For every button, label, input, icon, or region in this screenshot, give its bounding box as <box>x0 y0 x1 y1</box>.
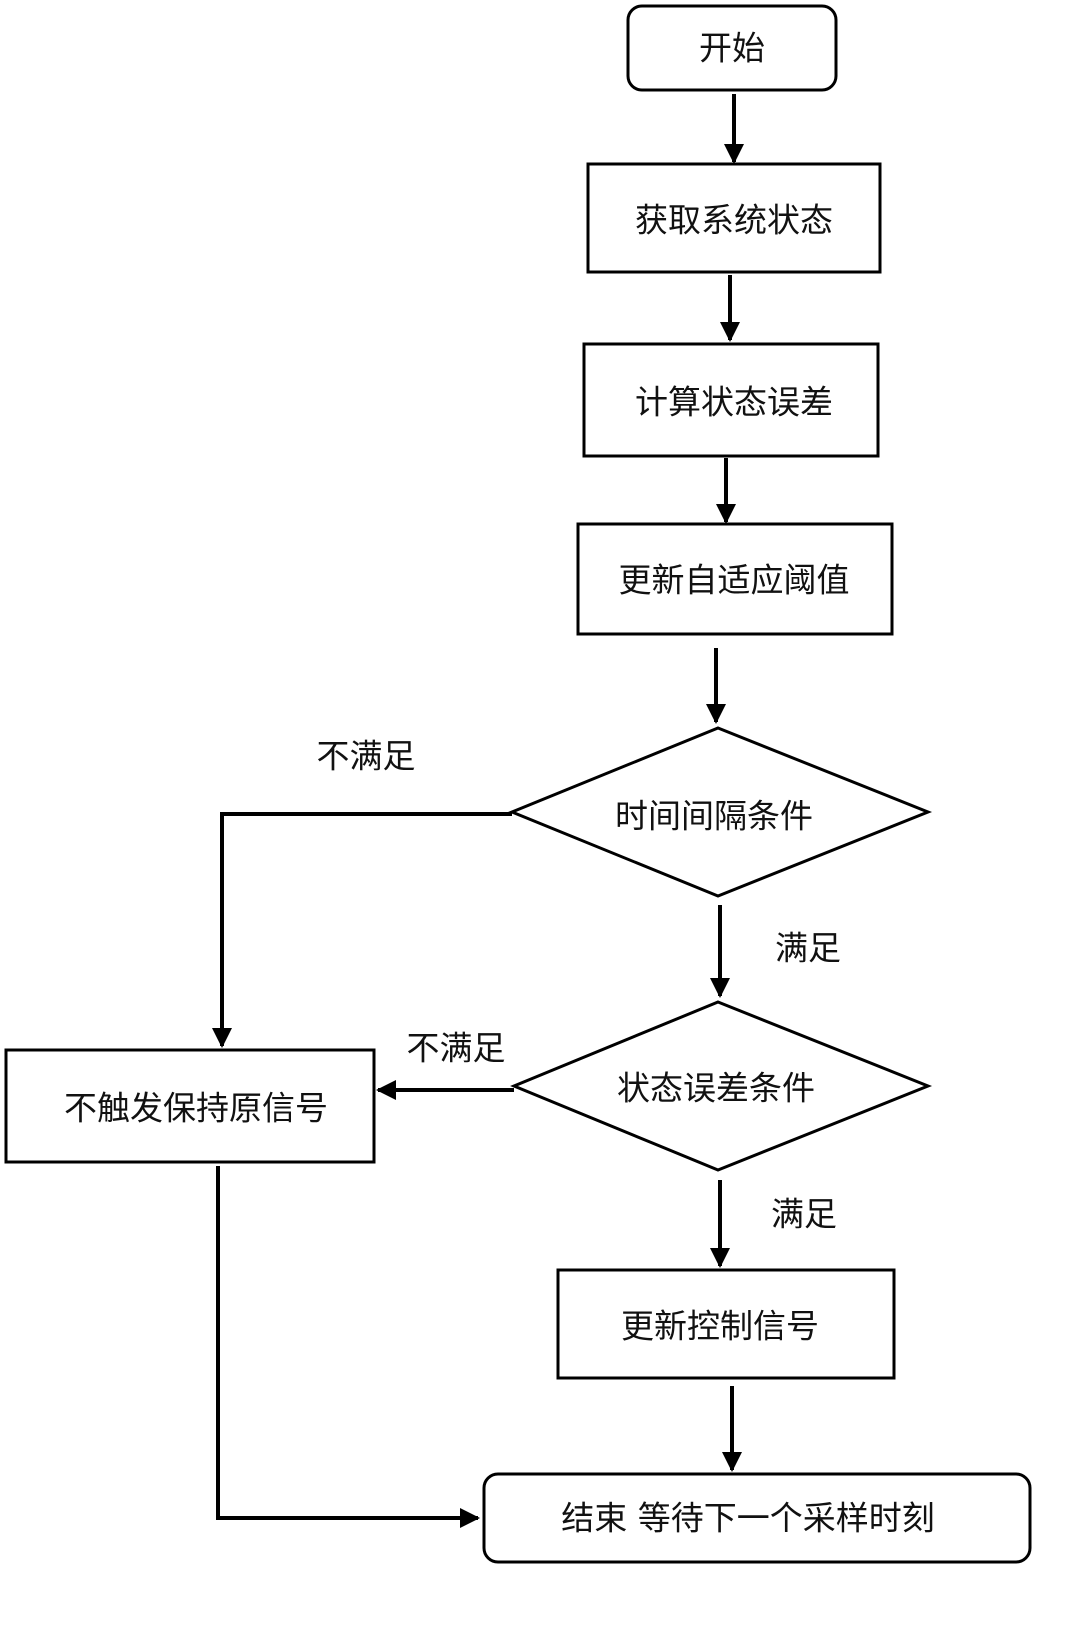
node-update-threshold-label: 更新自适应阈值 <box>619 561 850 600</box>
edge-hold-signal-to-end <box>216 1166 480 1528</box>
node-hold-signal: 不触发保持原信号 <box>4 1048 376 1164</box>
edge-label-error-yes: 满足 <box>771 1195 837 1234</box>
edge-label-error-no: 不满足 <box>407 1029 506 1068</box>
node-update-threshold: 更新自适应阈值 <box>576 522 894 636</box>
connectors <box>212 94 744 1528</box>
node-time-condition: 时间间隔条件 <box>508 726 933 898</box>
node-end: 结束 等待下一个采样时刻 <box>482 1472 1032 1564</box>
node-calc-error-label: 计算状态误差 <box>635 383 833 422</box>
edge-time-condition-no <box>212 812 512 1048</box>
node-get-state-label: 获取系统状态 <box>635 201 833 240</box>
node-get-state: 获取系统状态 <box>586 162 882 274</box>
edge-label-time-yes: 满足 <box>775 929 841 968</box>
node-hold-signal-label: 不触发保持原信号 <box>64 1089 328 1128</box>
edge-label-time-no: 不满足 <box>317 737 416 776</box>
node-calc-error: 计算状态误差 <box>582 342 880 458</box>
node-time-condition-label: 时间间隔条件 <box>615 797 813 836</box>
node-end-label: 结束 等待下一个采样时刻 <box>561 1499 935 1538</box>
node-error-condition-label: 状态误差条件 <box>617 1069 815 1108</box>
node-start-label: 开始 <box>699 29 765 68</box>
node-error-condition: 状态误差条件 <box>510 1000 933 1172</box>
node-update-control: 更新控制信号 <box>556 1268 896 1380</box>
node-update-control-label: 更新控制信号 <box>621 1307 819 1346</box>
node-start: 开始 <box>626 4 838 92</box>
